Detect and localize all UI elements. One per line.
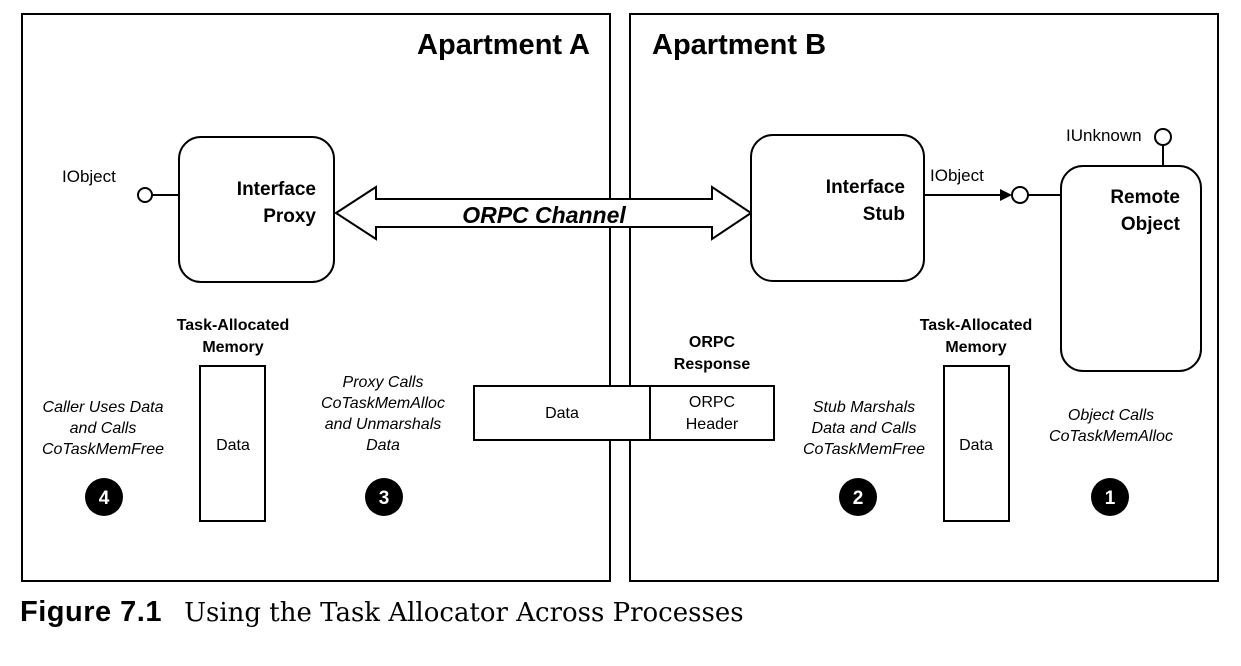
- step-3-desc-line4: Data: [366, 437, 400, 454]
- orpc-response-header-line1: ORPC: [689, 394, 735, 411]
- remote-object-label-line1: Remote: [1110, 187, 1180, 208]
- step-4-desc-line2: and Calls: [70, 420, 137, 437]
- step-3-badge-icon: [365, 478, 403, 516]
- step-2-badge-icon: [839, 478, 877, 516]
- figure-caption: Figure 7.1 Using the Task Allocator Acro…: [20, 596, 744, 629]
- figure-number: Figure 7.1: [20, 596, 162, 628]
- memory-a-data-label: Data: [216, 437, 250, 454]
- apartment-a-frame: [21, 13, 611, 582]
- step-1-desc-line1: Object Calls: [1068, 407, 1154, 424]
- step-4: Caller Uses Data and Calls CoTaskMemFree…: [42, 399, 164, 516]
- apartment-a-title: Apartment A: [417, 29, 590, 61]
- memory-a-title-line1: Task-Allocated: [177, 317, 290, 334]
- orpc-response-header-line2: Header: [686, 416, 739, 433]
- step-3-desc-line3: and Unmarshals: [325, 416, 442, 433]
- stub-interface-label: IObject: [930, 166, 984, 185]
- step-2-desc-line3: CoTaskMemFree: [803, 441, 925, 458]
- proxy-interface-label: IObject: [62, 167, 116, 186]
- step-2-desc-line1: Stub Marshals: [813, 399, 915, 416]
- memory-b-title-line2: Memory: [945, 339, 1006, 356]
- figure-title: Using the Task Allocator Across Processe…: [184, 598, 744, 628]
- orpc-response-data-label: Data: [545, 405, 579, 422]
- step-4-number: 4: [99, 488, 110, 509]
- remote-object-label-line2: Object: [1121, 214, 1181, 235]
- orpc-response-message-box: [473, 385, 775, 441]
- step-2-number: 2: [853, 488, 864, 509]
- step-1-number: 1: [1105, 488, 1116, 509]
- memory-a-title-line2: Memory: [202, 339, 263, 356]
- orpc-channel-label: ORPC Channel: [462, 202, 626, 228]
- object-iobject-lollipop-icon: [1011, 186, 1029, 204]
- step-1-badge-icon: [1091, 478, 1129, 516]
- iunknown-label: IUnknown: [1066, 126, 1142, 145]
- stub-to-object-arrowhead-icon: [1000, 189, 1012, 201]
- step-4-desc-line1: Caller Uses Data: [43, 399, 164, 416]
- proxy-iobject-lollipop-icon: [137, 187, 153, 203]
- interface-stub-label-line2: Stub: [863, 204, 905, 225]
- iunknown-lollipop-icon: [1154, 128, 1172, 146]
- step-3-desc-line1: Proxy Calls: [343, 374, 424, 391]
- step-1: Object Calls CoTaskMemAlloc 1: [1049, 407, 1173, 516]
- interface-stub-label-line1: Interface: [826, 177, 905, 198]
- memory-b-data-box: [943, 365, 1010, 522]
- interface-proxy-label-line1: Interface: [237, 179, 316, 200]
- step-4-desc-line3: CoTaskMemFree: [42, 441, 164, 458]
- step-3: Proxy Calls CoTaskMemAlloc and Unmarshal…: [321, 374, 445, 516]
- apartment-b-title: Apartment B: [652, 29, 826, 61]
- memory-b-title-line1: Task-Allocated: [920, 317, 1033, 334]
- orpc-response-title-line1: ORPC: [689, 334, 736, 351]
- remote-object-box: [1060, 165, 1202, 372]
- step-3-number: 3: [379, 488, 390, 509]
- apartment-b-frame: [629, 13, 1219, 582]
- step-2: Stub Marshals Data and Calls CoTaskMemFr…: [803, 399, 925, 516]
- interface-proxy-box: [178, 136, 335, 283]
- memory-a-data-box: [199, 365, 266, 522]
- interface-stub-box: [750, 134, 925, 282]
- step-1-desc-line2: CoTaskMemAlloc: [1049, 428, 1173, 445]
- memory-b-data-label: Data: [959, 437, 993, 454]
- step-2-desc-line2: Data and Calls: [812, 420, 917, 437]
- step-4-badge-icon: [85, 478, 123, 516]
- orpc-response-title-line2: Response: [674, 356, 751, 373]
- step-3-desc-line2: CoTaskMemAlloc: [321, 395, 445, 412]
- interface-proxy-label-line2: Proxy: [263, 206, 316, 227]
- task-allocator-diagram: Apartment A Apartment B ORPC Channel IOb…: [21, 13, 1219, 582]
